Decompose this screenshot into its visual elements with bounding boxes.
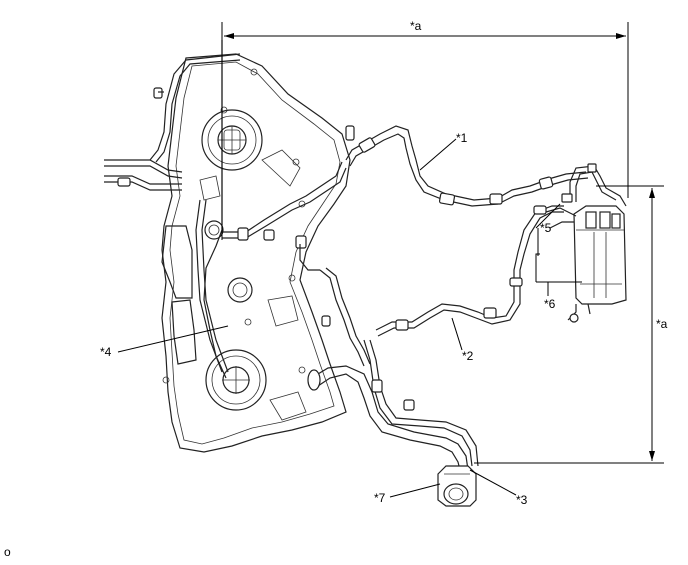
left-fuel-lines — [104, 53, 241, 191]
fuel-tank-vent-hose — [345, 125, 589, 207]
charcoal-canister — [545, 163, 627, 323]
dimension-a-horizontal — [221, 22, 629, 240]
fuel-filler-pipe — [295, 235, 479, 471]
leader-lines — [117, 138, 582, 498]
callout-5: *5 — [540, 221, 552, 235]
callout-3: *3 — [516, 493, 528, 507]
callout-7: *7 — [374, 491, 386, 505]
dimension-a-label-right: *a — [656, 317, 668, 331]
dimension-a-label-top: *a — [410, 19, 422, 33]
tank-cap — [227, 277, 253, 303]
lower-fuel-pump — [205, 349, 267, 411]
fuel-filler-cap-assembly — [437, 465, 477, 507]
upper-fuel-pump — [201, 109, 263, 171]
callout-4: *4 — [100, 345, 112, 359]
fuel-tank — [161, 53, 351, 453]
fuel-tank-outlet-hose — [375, 205, 564, 337]
tank-internal-lines — [195, 40, 355, 379]
callout-2: *2 — [462, 349, 474, 363]
corner-mark: o — [4, 545, 11, 559]
dimension-a-vertical — [474, 185, 664, 464]
callout-6: *6 — [544, 297, 556, 311]
callout-1: *1 — [456, 131, 468, 145]
